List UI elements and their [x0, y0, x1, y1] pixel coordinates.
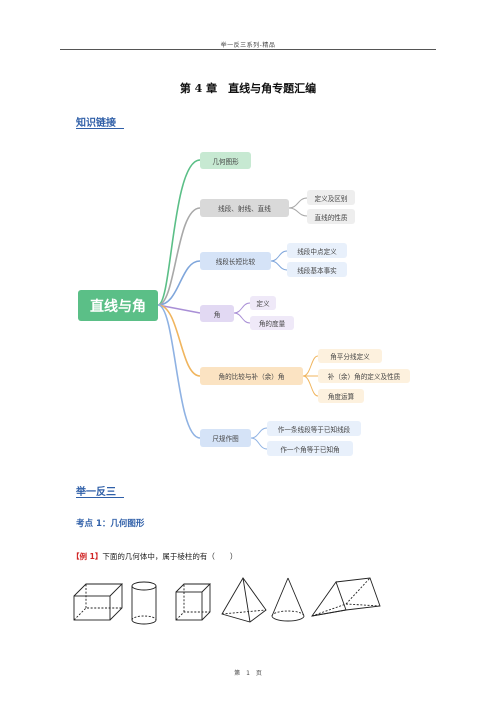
- section-examples-underline: [76, 497, 124, 498]
- leaf-copy-angle: 作一个角等于已知角: [267, 441, 353, 456]
- page-footer: 第 1 页: [234, 670, 262, 677]
- kaodian-heading: 考点 1：几何图形: [76, 519, 145, 529]
- example-text: 下面的几何体中，属于棱柱的有（ ）: [102, 552, 238, 561]
- chapter-title: 第 4 章 直线与角专题汇编: [179, 82, 317, 95]
- cone-figure: [271, 577, 305, 622]
- leaf-midpoint-definition: 线段中点定义: [287, 243, 347, 258]
- leaf-definition-difference: 定义及区别: [307, 190, 355, 205]
- triangular-pyramid-figure: [221, 577, 267, 623]
- leaf-bisector-definition: 角平分线定义: [318, 349, 382, 363]
- leaf-complement-properties: 补（余）角的定义及性质: [318, 369, 410, 383]
- mindmap-root: 直线与角: [78, 290, 158, 321]
- leaf-segment-fact: 线段基本事实: [287, 262, 347, 277]
- leaf-angle-definition: 定义: [250, 296, 276, 310]
- section-knowledge-underline: [76, 128, 124, 129]
- leaf-angle-operations: 角度运算: [318, 389, 364, 403]
- branch-angle: 角: [200, 305, 234, 322]
- section-knowledge-heading: 知识链接: [76, 118, 116, 129]
- cylinder-figure: [131, 581, 157, 625]
- example-question: 【例 1】下面的几何体中，属于棱柱的有（ ）: [72, 551, 237, 562]
- branch-ruler-compass: 尺规作图: [200, 429, 251, 447]
- cuboid-figure: [73, 583, 124, 621]
- solids-figures: [73, 577, 381, 625]
- branch-segment-comparison: 线段长短比较: [200, 252, 271, 270]
- example-tag: 【例 1】: [72, 552, 103, 561]
- leaf-copy-segment: 作一条线段等于已知线段: [267, 421, 361, 436]
- page-header: 举一反三系列-精品: [220, 42, 276, 49]
- leaf-line-property: 直线的性质: [307, 209, 355, 224]
- leaf-angle-measure: 角的度量: [250, 316, 294, 330]
- branch-geometric-figures: 几何图形: [200, 152, 251, 169]
- header-divider: [60, 49, 436, 50]
- triangular-prism-figure: [311, 577, 381, 617]
- branch-segment-ray-line: 线段、射线、直线: [200, 199, 289, 217]
- branch-angle-comparison: 角的比较与补（余）角: [200, 367, 303, 385]
- section-examples-heading: 举一反三: [76, 487, 116, 498]
- cube-figure: [175, 583, 212, 621]
